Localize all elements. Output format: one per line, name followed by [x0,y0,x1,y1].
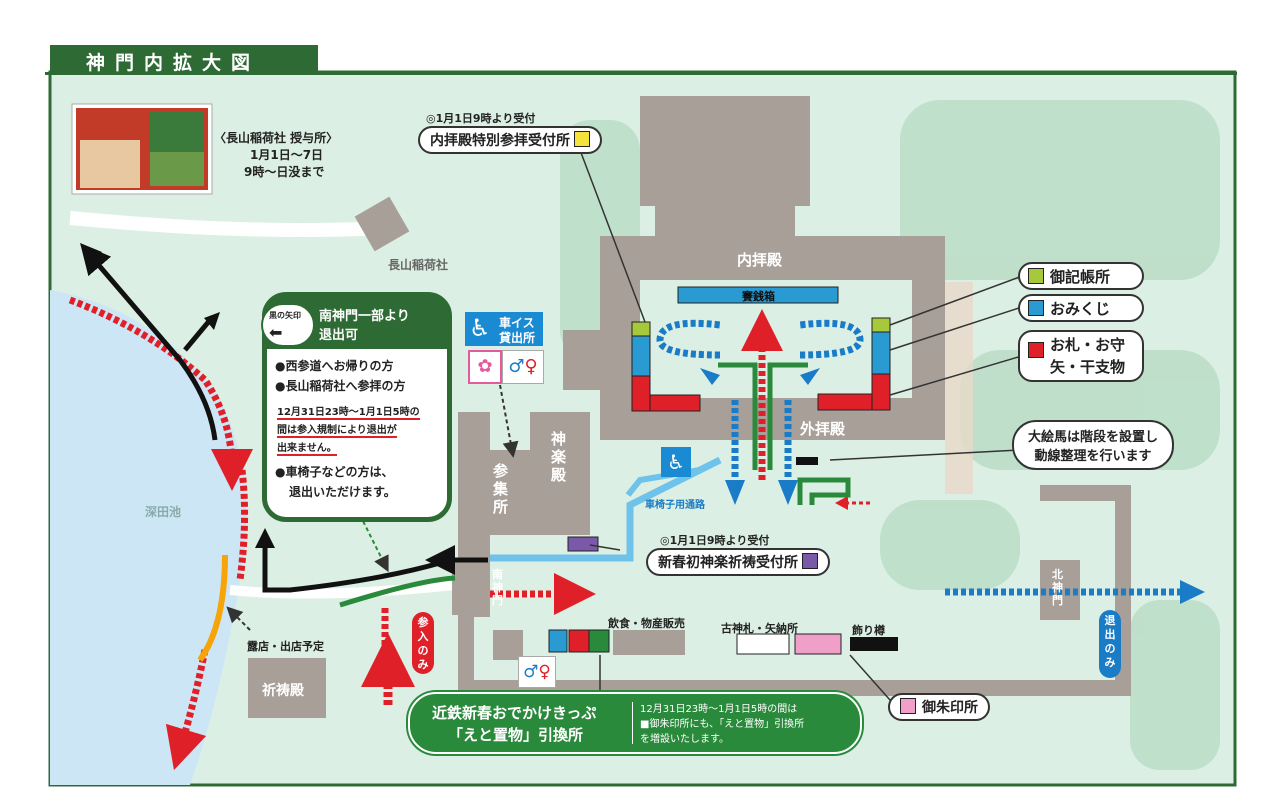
wheelchair-path [490,456,722,562]
kintetsu-divider [632,702,633,744]
black-exit-arrows [80,243,488,593]
notice-title1: 南神門一部より [319,309,410,324]
legend-label: おみくじ [1050,300,1111,318]
legend-item-3: お札・お守矢・干支物 [1018,330,1144,382]
photo-caption-2: 1月1日～7日 [250,148,324,162]
kazaridaru-label: 飾り樽 [852,624,885,637]
taishutsu-badge: 退出のみ [1099,610,1121,678]
notice-warn1: 12月31日23時～1月1日5時の [277,403,420,420]
saisenbako-label: 賽銭箱 [742,290,775,303]
kintetsu-line2: 「えと置物」引換所 [448,726,584,744]
roten-line [197,554,228,662]
notice-b1: ●西参道へお帰りの方 [275,359,394,373]
bottom-note-line3: を増設いたします。 [640,734,729,745]
photo-caption-1: 〈長山稲荷社 授与所〉 [214,131,339,145]
fukada-pond [50,290,247,785]
exit-notice-panel: 黒の矢印 ⬅ 南神門一部より 退出可 ●西参道へお帰りの方 ●長山稲荷社へ参拝の… [261,292,452,522]
fukadaike-label: 深田池 [145,505,182,519]
notice-b3: ●車椅子などの方は、 [275,465,394,479]
gehaiden-label: 外拝殿 [800,420,846,438]
kagura-reception-text: 新春初神楽祈祷受付所 [658,555,798,571]
nursing-icon: ✿ [468,350,502,384]
notice-title2: 退出可 [319,328,359,343]
wheelchair-icon: ♿ [469,314,491,342]
notice-warn3: 出来ません。 [277,439,337,456]
legend-label: 御記帳所 [1050,268,1111,286]
photo-caption-3: 9時～日没まで [244,165,325,179]
ema-callout: 大絵馬は階段を設置し 動線整理を行います [1012,420,1175,470]
restroom-icon-south: ♂♀ [518,656,556,688]
wheelchair-rental: ♿ 車イス 貸出所 [465,312,543,346]
notice-warn2: 間は参入規制により退出が [277,421,397,438]
kagura-note: ◎1月1日9時より受付 [660,534,770,547]
black-arrow-badge: 黒の矢印 ⬅ [261,303,315,347]
wheelchair-path-label: 車椅子用通路 [645,500,705,511]
kaguraden-label: 神楽殿 [551,430,567,484]
bottom-note-line2: ■御朱印所にも、「えと置物」引換所 [640,719,805,730]
goshuin-callout: 御朱印所 [888,693,990,721]
notice-b2: ●長山稲荷社へ参拝の方 [275,379,406,393]
kita-shinmon-label: 北神門 [1052,568,1063,607]
notice-b4: 退出いただけます。 [289,485,396,499]
ema-line2: 動線整理を行います [1034,449,1152,464]
nagayama-label: 長山稲荷社 [388,258,449,272]
ema-line1: 大絵馬は階段を設置し [1028,430,1159,445]
green-lines [339,362,851,608]
naihaiden-label: 内拝殿 [737,251,783,269]
roten-label: 露店・出店予定 [247,640,324,653]
legend-swatch [1028,342,1044,358]
special-note: ◎1月1日9時より受付 [426,112,536,125]
shrine-stalls [548,317,898,655]
kagura-booth [567,536,599,552]
special-reception-text: 内拝殿特別参拝受付所 [430,133,570,149]
wheelchair-rental-line2: 貸出所 [499,331,536,345]
kintetsu-line1: 近鉄新春おでかけきっぷ [432,704,597,722]
minami-shinmon-label: 南神門 [492,568,503,607]
wheelchair-rental-line1: 車イス [499,316,535,330]
legend-label-2: 矢・干支物 [1050,358,1126,376]
kofuda-label: 古神札・矢納所 [721,622,798,635]
map-title: 神門内拡大図 [86,52,261,74]
sannyu-text: 参入のみ [417,616,429,671]
kitouden-label: 祈祷殿 [262,683,304,699]
legend-swatch [1028,268,1044,284]
sanshujo-label: 参集所 [493,462,509,516]
goshuin-text: 御朱印所 [922,700,978,716]
legend-item-1: 御記帳所 [1018,262,1144,290]
blue-exit-arrows [656,319,1180,596]
wheelchair-path-icon: ♿ [661,447,691,477]
legend-item-2: おみくじ [1018,294,1144,322]
header-tab [50,45,318,72]
legend-swatch [1028,300,1044,316]
purple-swatch [802,553,818,569]
taishutsu-text: 退出のみ [1104,614,1116,669]
pink-swatch [900,698,916,714]
kintetsu-box: 近鉄新春おでかけきっぷ 「えと置物」引換所 12月31日23時～1月1日5時の間… [408,692,862,754]
restroom-icon: ♂♀ [502,350,544,384]
food-label: 飲食・物産販売 [608,617,685,630]
black-arrow-icon: ⬅ [269,323,283,342]
yellow-swatch [574,131,590,147]
bottom-note-line1: 12月31日23時～1月1日5時の間は [640,704,798,715]
black-arrow-label: 黒の矢印 [269,311,301,320]
kagura-reception-callout: 新春初神楽祈祷受付所 [646,548,830,576]
saisenbako-box [677,286,839,304]
legend-label: お札・お守 [1050,336,1126,354]
sannyu-badge: 参入のみ [412,612,434,674]
special-reception-callout: 内拝殿特別参拝受付所 [418,126,602,154]
